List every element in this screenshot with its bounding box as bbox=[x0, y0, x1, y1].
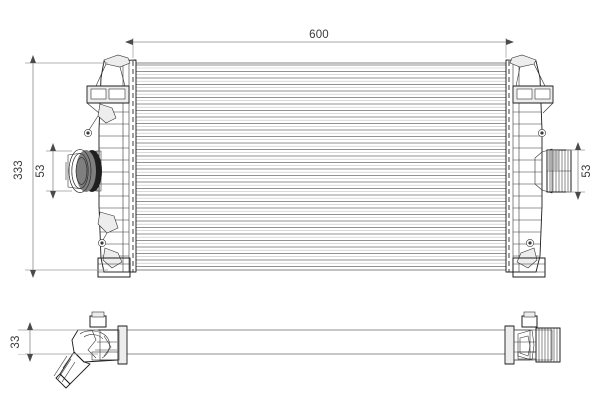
right-end-tank bbox=[505, 54, 572, 278]
right-lower-mount-tab bbox=[526, 239, 534, 247]
top-view-left-inlet-elbow bbox=[53, 311, 128, 389]
right-upper-mount-tab bbox=[538, 129, 546, 137]
left-bottom-bracket bbox=[97, 247, 131, 278]
right-top-bracket bbox=[509, 54, 554, 114]
top-view-right-outlet bbox=[504, 311, 561, 365]
dimension-label-600: 600 bbox=[309, 29, 329, 41]
left-lower-mount-tab bbox=[97, 211, 119, 247]
dimension-label-33: 33 bbox=[10, 335, 22, 348]
left-upper-mount-tab bbox=[84, 103, 117, 137]
dimension-label-right-53: 53 bbox=[581, 164, 593, 177]
left-end-tank bbox=[65, 54, 137, 278]
dimension-label-333: 333 bbox=[13, 160, 25, 180]
right-bottom-bracket bbox=[512, 247, 546, 278]
right-outlet-port bbox=[534, 148, 572, 194]
dimension-right-port-53: 53 bbox=[566, 142, 596, 200]
left-inlet-port bbox=[65, 149, 102, 193]
top-view: 33 bbox=[10, 311, 561, 389]
top-view-core-band bbox=[108, 329, 508, 355]
front-view: 600 333 53 bbox=[12, 26, 596, 278]
dimension-left-port-53: 53 bbox=[35, 143, 72, 199]
dimension-depth-33: 33 bbox=[10, 322, 98, 362]
dimension-height-333: 333 bbox=[12, 55, 108, 278]
dimension-width-600: 600 bbox=[125, 26, 514, 58]
cooler-core bbox=[135, 62, 507, 271]
left-top-bracket bbox=[86, 54, 131, 114]
dimension-label-left-53: 53 bbox=[35, 164, 47, 177]
